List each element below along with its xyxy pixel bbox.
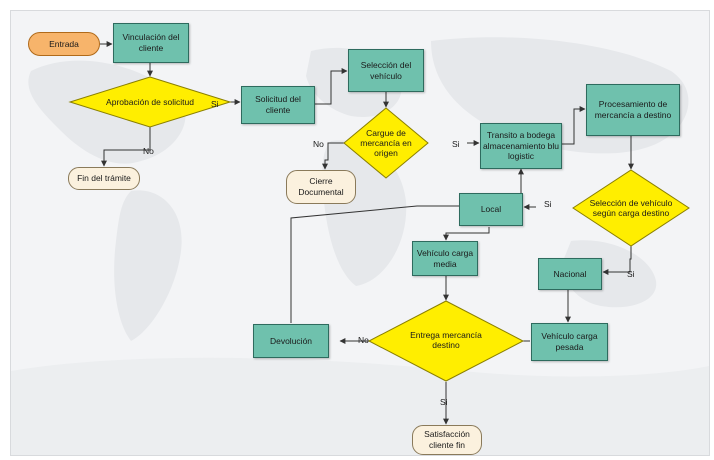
- decision-aprobacion-shape: [68, 76, 232, 128]
- edge-label-seleccion-si-nacional: Si: [627, 269, 635, 279]
- edge-transito-procesamiento: [562, 106, 586, 145]
- decision-seleccion-carga-label: Selección de vehículo según carga destin…: [589, 197, 673, 218]
- process-seleccion-vehiculo-label: Selección del vehículo: [360, 59, 412, 81]
- process-local-label: Local: [480, 204, 502, 215]
- process-vehiculo-pesada: Vehículo carga pesada: [531, 323, 608, 361]
- edge-label-entrega-no: No: [358, 335, 369, 345]
- edge-label-entrega-si: Si: [440, 397, 448, 407]
- decision-entrega-shape: [367, 300, 525, 382]
- edge-label-aprob-no: No: [143, 146, 154, 156]
- edge-label-cargue-si: Si: [452, 139, 460, 149]
- decision-aprobacion-label: Aprobación de solicitud: [106, 96, 194, 107]
- process-devolucion-label: Devolución: [269, 335, 313, 346]
- process-vehiculo-media: Vehículo carga media: [412, 241, 478, 276]
- process-nacional-label: Nacional: [553, 268, 587, 279]
- process-transito: Transito a bodega almacenamiento blu log…: [480, 123, 562, 169]
- process-vehiculo-pesada-label: Vehículo carga pesada: [541, 331, 598, 352]
- process-procesamiento: Procesamiento de mercancía a destino: [586, 84, 680, 136]
- process-procesamiento-label: Procesamiento de mercancía a destino: [594, 99, 672, 120]
- process-vehiculo-media-label: Vehículo carga media: [416, 247, 474, 269]
- terminal-cierre-label: Cierre Documental: [298, 176, 344, 197]
- diagram-frame: Entrada Vinculación del cliente Solicitu…: [10, 10, 710, 456]
- edge-label-cargue-no: No: [313, 139, 324, 149]
- edge-aprobacion-no: [101, 127, 151, 167]
- decision-seleccion-carga-shape: [572, 169, 690, 247]
- process-devolucion: Devolución: [253, 324, 329, 358]
- decision-cargue-label: Cargue de mercancía en origen: [360, 127, 412, 159]
- process-vinculacion: Vinculación del cliente: [113, 23, 189, 63]
- process-transito-label: Transito a bodega almacenamiento blu log…: [482, 130, 560, 162]
- process-seleccion-vehiculo: Selección del vehículo: [348, 49, 424, 92]
- terminal-fin-tramite-label: Fin del trámite: [77, 173, 131, 184]
- process-vinculacion-label: Vinculación del cliente: [122, 32, 180, 53]
- start-entrada-label: Entrada: [49, 38, 79, 49]
- edge-label-aprob-si: Si: [211, 99, 219, 109]
- edge-local-vehiculo-media: [443, 227, 490, 241]
- terminal-cierre: Cierre Documental: [286, 170, 356, 204]
- process-local: Local: [459, 193, 523, 226]
- terminal-fin-tramite: Fin del trámite: [68, 167, 140, 190]
- process-solicitud-label: Solicitud del cliente: [255, 94, 301, 115]
- process-nacional: Nacional: [538, 258, 602, 290]
- edge-cargue-no: [322, 142, 344, 170]
- terminal-satisfaccion-label: Satisfacción cliente fin: [424, 429, 470, 450]
- connectors: [68, 41, 690, 425]
- terminal-satisfaccion: Satisfacción cliente fin: [412, 425, 482, 455]
- decision-cargue-shape: [343, 107, 429, 179]
- edge-label-seleccion-si-local: Si: [544, 199, 552, 209]
- start-entrada: Entrada: [28, 32, 100, 56]
- edge-seleccion-si-nacional: [602, 246, 632, 275]
- edge-solicitud-seleccion: [315, 68, 348, 105]
- process-solicitud: Solicitud del cliente: [241, 86, 315, 124]
- decision-entrega-label: Entrega mercancía destino: [410, 329, 482, 350]
